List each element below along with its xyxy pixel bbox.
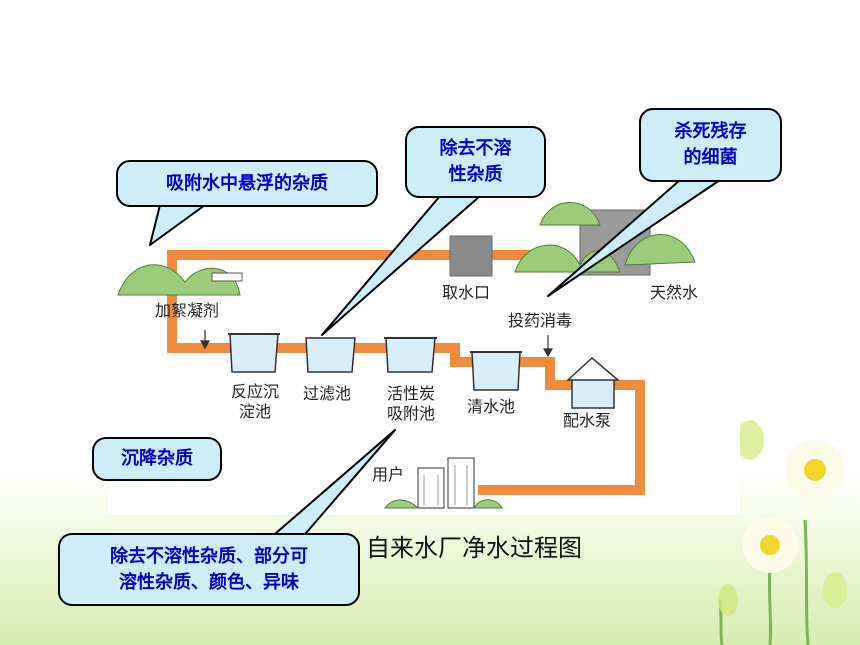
- intake-label: 取水口: [442, 283, 491, 302]
- callout-filter: 除去不溶 性杂质: [405, 126, 546, 198]
- tail-kill: [547, 179, 721, 297]
- hills-left: [117, 264, 243, 296]
- coagulant-label: 加絮凝剂: [155, 301, 220, 320]
- user-buildings: [383, 457, 503, 509]
- disinfect-label: 投药消毒: [508, 311, 573, 330]
- callout-filter-line1: 除去不溶: [439, 138, 512, 159]
- tail-filter: [321, 195, 481, 336]
- tank-sediment: [228, 333, 280, 373]
- intake-box: [449, 235, 493, 277]
- sediment-tank-label-line2: 淀池: [238, 402, 271, 421]
- carbon-tank-label-line2: 吸附池: [386, 404, 435, 423]
- callout-filter-line2: 性杂质: [448, 164, 503, 185]
- callout-kill-bacteria: 杀死残存 的细菌: [639, 108, 782, 182]
- pump-label: 配水泵: [563, 411, 612, 430]
- callout-carbon-line1: 除去不溶性杂质、部分可: [110, 545, 308, 567]
- carbon-tank-label-line1: 活性炭: [386, 384, 435, 403]
- tank-carbon: [384, 337, 437, 373]
- sediment-tank-label-line1: 反应沉: [230, 382, 279, 401]
- callout-adsorb: 吸附水中悬浮的杂质: [116, 160, 378, 207]
- tail-carbon: [267, 429, 396, 541]
- clear-water-label: 清水池: [467, 397, 516, 416]
- callout-carbon: 除去不溶性杂质、部分可 溶性杂质、颜色、异味: [58, 533, 360, 606]
- callout-carbon-line2: 溶性杂质、颜色、异味: [119, 571, 299, 593]
- callout-settle: 沉降杂质: [92, 437, 222, 481]
- diagram-caption: 自来水厂净水过程图: [366, 534, 582, 562]
- flower-2: [785, 440, 845, 500]
- filter-tank-label: 过滤池: [303, 384, 352, 403]
- tank-filter: [305, 337, 356, 373]
- user-label: 用户: [372, 465, 405, 484]
- flower-1: [742, 517, 798, 573]
- callout-kill-line2: 的细菌: [683, 147, 738, 168]
- callout-kill-line1: 杀死残存: [674, 121, 747, 142]
- carbon-tank-label: 活性炭 吸附池: [378, 384, 444, 424]
- natural-water-label: 天然水: [650, 283, 699, 302]
- tank-clear: [470, 351, 522, 391]
- sediment-tank-label: 反应沉 淀池: [222, 382, 288, 422]
- tail-adsorb: [149, 204, 206, 246]
- pump-house: [566, 357, 621, 409]
